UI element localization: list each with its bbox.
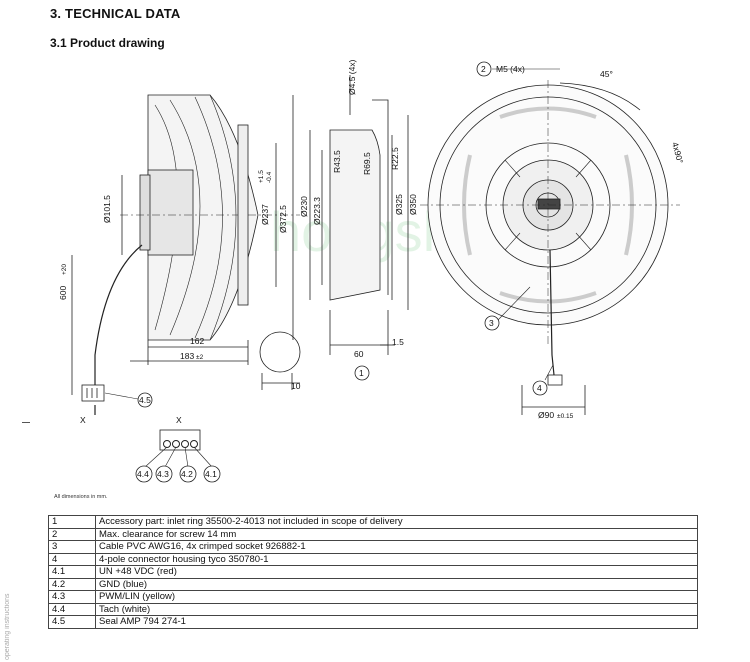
legend-number: 4.2 (48, 577, 96, 591)
page-edge-mark (22, 422, 30, 423)
svg-text:Ø325: Ø325 (394, 194, 404, 215)
svg-text:Ø350: Ø350 (408, 194, 418, 215)
legend-description: Tach (white) (95, 602, 698, 616)
svg-text:Ø237: Ø237 (260, 204, 270, 225)
svg-text:X: X (176, 415, 182, 425)
legend-description: Seal AMP 794 274-1 (95, 615, 698, 629)
svg-text:Ø101.5: Ø101.5 (102, 195, 112, 223)
side-view (71, 94, 301, 415)
legend-description: Accessory part: inlet ring 35500-2-4013 … (95, 515, 698, 529)
legend-description: PWM/LIN (yellow) (95, 590, 698, 604)
legend-number: 4.1 (48, 565, 96, 579)
svg-text:+1.5: +1.5 (258, 170, 265, 183)
svg-text:60: 60 (354, 349, 364, 359)
product-drawing: hongshuang (58, 59, 685, 483)
legend-number: 4.5 (48, 615, 96, 629)
svg-text:4.3: 4.3 (157, 469, 169, 479)
legend-description: UN +48 VDC (red) (95, 565, 698, 579)
legend-number: 1 (48, 515, 96, 529)
svg-text:10: 10 (291, 381, 301, 391)
svg-text:±2: ±2 (196, 354, 204, 361)
svg-text:R22.5: R22.5 (390, 147, 400, 170)
svg-text:+20: +20 (61, 264, 68, 275)
svg-text:-0.4: -0.4 (266, 171, 273, 183)
svg-text:R43.5: R43.5 (332, 150, 342, 173)
connector-x: X 4.4 4.3 4.2 4.1 (135, 415, 221, 483)
svg-text:M5 (4x): M5 (4x) (496, 64, 525, 74)
svg-text:45°: 45° (600, 69, 613, 79)
legend-description: Cable PVC AWG16, 4x crimped socket 92688… (95, 540, 698, 554)
legend-description: 4-pole connector housing tyco 350780-1 (95, 552, 698, 566)
svg-text:4.2: 4.2 (181, 469, 193, 479)
front-view (420, 68, 680, 415)
svg-text:Ø372.5: Ø372.5 (278, 205, 288, 233)
legend-number: 4.4 (48, 602, 96, 616)
sidebar-text: operating instructions (4, 593, 11, 660)
section-view (309, 75, 409, 381)
dimensions-note: All dimensions in mm. (54, 494, 108, 500)
svg-text:1.5: 1.5 (392, 337, 404, 347)
svg-text:162: 162 (190, 336, 204, 346)
section-title: 3. TECHNICAL DATA (50, 6, 181, 21)
legend-number: 2 (48, 527, 96, 541)
svg-text:±0.15: ±0.15 (557, 413, 574, 420)
svg-text:4: 4 (537, 383, 542, 393)
legend-number: 4.3 (48, 590, 96, 604)
svg-text:1: 1 (359, 368, 364, 378)
legend-number: 3 (48, 540, 96, 554)
legend-description: GND (blue) (95, 577, 698, 591)
svg-text:4.4: 4.4 (137, 469, 149, 479)
svg-text:Ø4.5 (4x): Ø4.5 (4x) (347, 59, 357, 95)
callout-4-5 (137, 392, 153, 408)
svg-text:4.1: 4.1 (205, 469, 217, 479)
side-view-labels: Ø101.5 Ø237 +1.5 -0.4 Ø372.5 600 +20 162… (58, 170, 301, 425)
svg-text:4.5: 4.5 (139, 395, 151, 405)
svg-text:600: 600 (58, 286, 68, 300)
svg-text:X: X (80, 415, 86, 425)
svg-text:4x90°: 4x90° (670, 141, 685, 165)
svg-text:3: 3 (489, 318, 494, 328)
svg-text:R69.5: R69.5 (362, 152, 372, 175)
section-view-labels: Ø4.5 (4x) R43.5 R69.5 R22.5 Ø230 Ø223.3 … (299, 59, 418, 378)
svg-text:Ø90: Ø90 (538, 410, 554, 420)
subsection-title: 3.1 Product drawing (50, 36, 165, 50)
legend-description: Max. clearance for screw 14 mm (95, 527, 698, 541)
svg-text:183: 183 (180, 351, 194, 361)
legend-number: 4 (48, 552, 96, 566)
svg-text:Ø230: Ø230 (299, 196, 309, 217)
svg-text:2: 2 (481, 64, 486, 74)
svg-text:Ø223.3: Ø223.3 (312, 197, 322, 225)
